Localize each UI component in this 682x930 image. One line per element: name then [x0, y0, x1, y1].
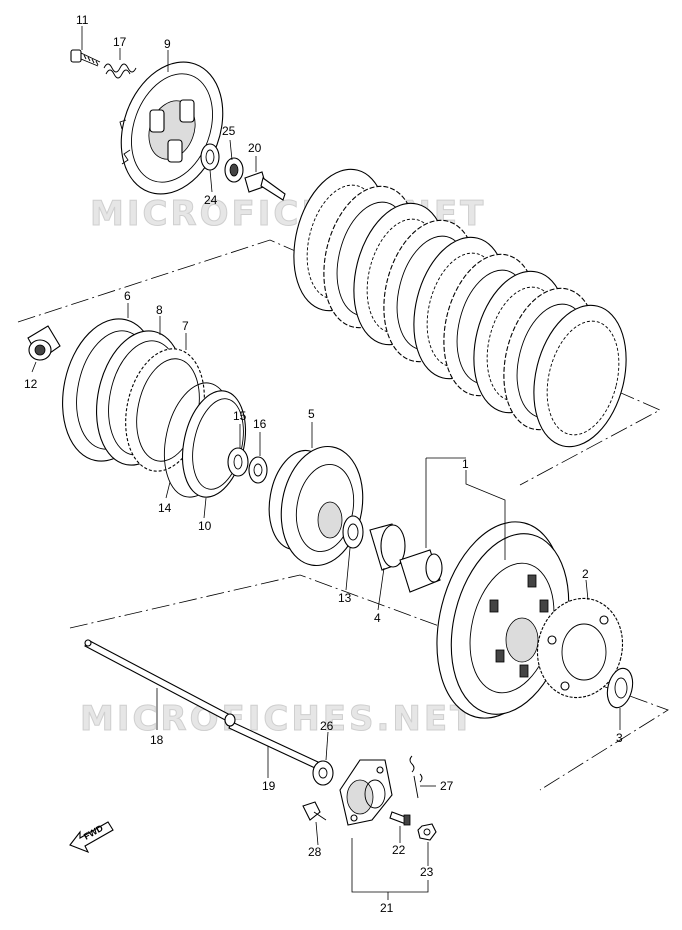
callout-15: 15 — [233, 409, 247, 423]
part-25-bearing — [224, 157, 244, 183]
callout-26: 26 — [320, 719, 334, 733]
callout-27: 27 — [440, 779, 454, 793]
part-21-release-assembly — [339, 759, 393, 826]
callout-5: 5 — [308, 407, 315, 421]
part-15-washer — [227, 447, 249, 477]
callout-4: 4 — [374, 611, 381, 625]
callout-12: 12 — [24, 377, 38, 391]
callout-18: 18 — [150, 733, 164, 747]
callout-7: 7 — [182, 319, 189, 333]
part-4-needle-bearing — [369, 523, 406, 571]
part-12-bush — [27, 325, 61, 361]
callout-28: 28 — [308, 845, 322, 859]
callout-21: 21 — [380, 901, 394, 915]
callout-10: 10 — [198, 519, 212, 533]
part-9-pressure-plate — [119, 61, 224, 195]
clutch-plate-stack — [293, 168, 627, 448]
part-20-push-piece — [244, 171, 286, 201]
leader-lines — [31, 26, 621, 900]
callout-3: 3 — [616, 731, 623, 745]
part-17-spring — [103, 63, 137, 79]
callout-24: 24 — [204, 193, 218, 207]
part-27-spring — [409, 755, 423, 799]
part-23-nut — [417, 823, 437, 841]
callout-13: 13 — [338, 591, 352, 605]
spacer-tube — [399, 549, 443, 593]
clutch-plate-inner — [546, 320, 620, 436]
part-22-screw — [389, 811, 411, 826]
part-11-bolt — [70, 49, 101, 67]
part-2-pump-gear — [536, 597, 624, 699]
callout-9: 9 — [164, 37, 171, 51]
callouts: 11 17 9 25 20 24 6 8 7 12 15 16 5 1 14 1… — [24, 13, 623, 915]
clutch-plate — [533, 304, 627, 448]
part-28-bolt — [302, 801, 327, 821]
part-1-clutch-housing — [436, 521, 570, 719]
part-3-washer — [606, 667, 634, 709]
callout-22: 22 — [392, 843, 406, 857]
callout-17: 17 — [113, 35, 127, 49]
callout-1: 1 — [462, 457, 469, 471]
callout-20: 20 — [248, 141, 262, 155]
callout-2: 2 — [582, 567, 589, 581]
callout-19: 19 — [262, 779, 276, 793]
callout-8: 8 — [156, 303, 163, 317]
callout-6: 6 — [124, 289, 131, 303]
callout-14: 14 — [158, 501, 172, 515]
fwd-arrow-icon: FWD — [69, 821, 114, 854]
callout-23: 23 — [420, 865, 434, 879]
callout-11: 11 — [76, 13, 89, 27]
part-24-washer — [200, 143, 220, 171]
callout-16: 16 — [253, 417, 267, 431]
callout-25: 25 — [222, 124, 236, 138]
watermark-bottom: MICROFICHES.NET — [80, 699, 476, 739]
part-5-sleeve-hub — [268, 445, 364, 567]
part-26-oil-seal — [312, 760, 334, 786]
part-16-lock-washer — [248, 456, 268, 484]
part-13-thrust-washer — [342, 515, 364, 549]
